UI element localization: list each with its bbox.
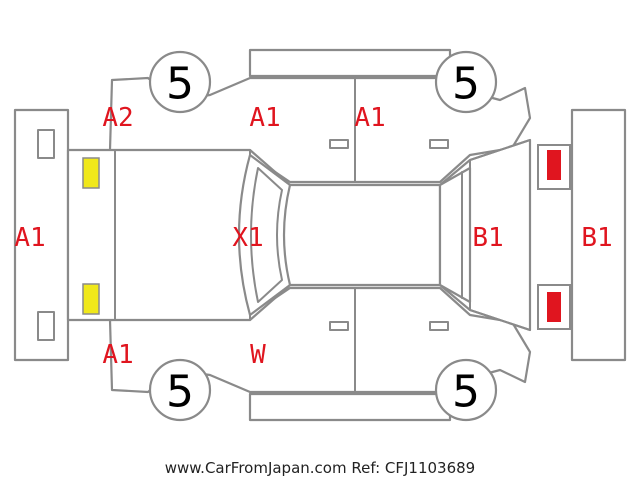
rear-window (438, 166, 472, 304)
windshield-inner (250, 167, 283, 303)
mark-front-left-fender: A2 (102, 103, 133, 133)
roof (282, 183, 442, 287)
windshield (237, 153, 292, 317)
lower-rear-door-handle (429, 321, 449, 331)
tire-rear-upper-grade: 5 (452, 59, 480, 110)
front-bumper-fog-lower (37, 311, 55, 341)
rear-hatch (469, 139, 531, 331)
mark-rear-left-door: A1 (354, 103, 385, 133)
upper-front-door-handle (329, 139, 349, 149)
front-bumper-fog-upper (37, 129, 55, 159)
footer-reference: www.CarFromJapan.com Ref: CFJ1103689 (165, 459, 475, 477)
tire-rear-lower: 5 (434, 358, 498, 422)
mark-roof: X1 (232, 223, 263, 253)
upper-side-skirt (248, 48, 452, 78)
front-lamp-lower (82, 283, 100, 315)
rear-lamp-lower (547, 292, 561, 322)
tire-front-upper: 5 (148, 50, 212, 114)
mark-rear-panel: B1 (472, 223, 503, 253)
tire-front-upper-grade: 5 (166, 59, 194, 110)
front-lamp-upper (82, 157, 100, 189)
mark-front-right-fender: A1 (102, 340, 133, 370)
upper-rear-door-handle (429, 139, 449, 149)
mark-front-bumper: A1 (14, 223, 45, 253)
rear-bumper (570, 108, 627, 362)
top-view-body (66, 138, 532, 332)
lower-side-skirt (248, 392, 452, 422)
lower-front-door-handle (329, 321, 349, 331)
mark-rear-bumper: B1 (581, 223, 612, 253)
front-bumper (13, 108, 70, 362)
mark-windshield: W (250, 340, 266, 370)
tire-rear-lower-grade: 5 (452, 367, 480, 418)
rear-lamp-upper (547, 150, 561, 180)
tire-front-lower-grade: 5 (166, 367, 194, 418)
tire-front-lower: 5 (148, 358, 212, 422)
tire-rear-upper: 5 (434, 50, 498, 114)
mark-front-left-door: A1 (249, 103, 280, 133)
